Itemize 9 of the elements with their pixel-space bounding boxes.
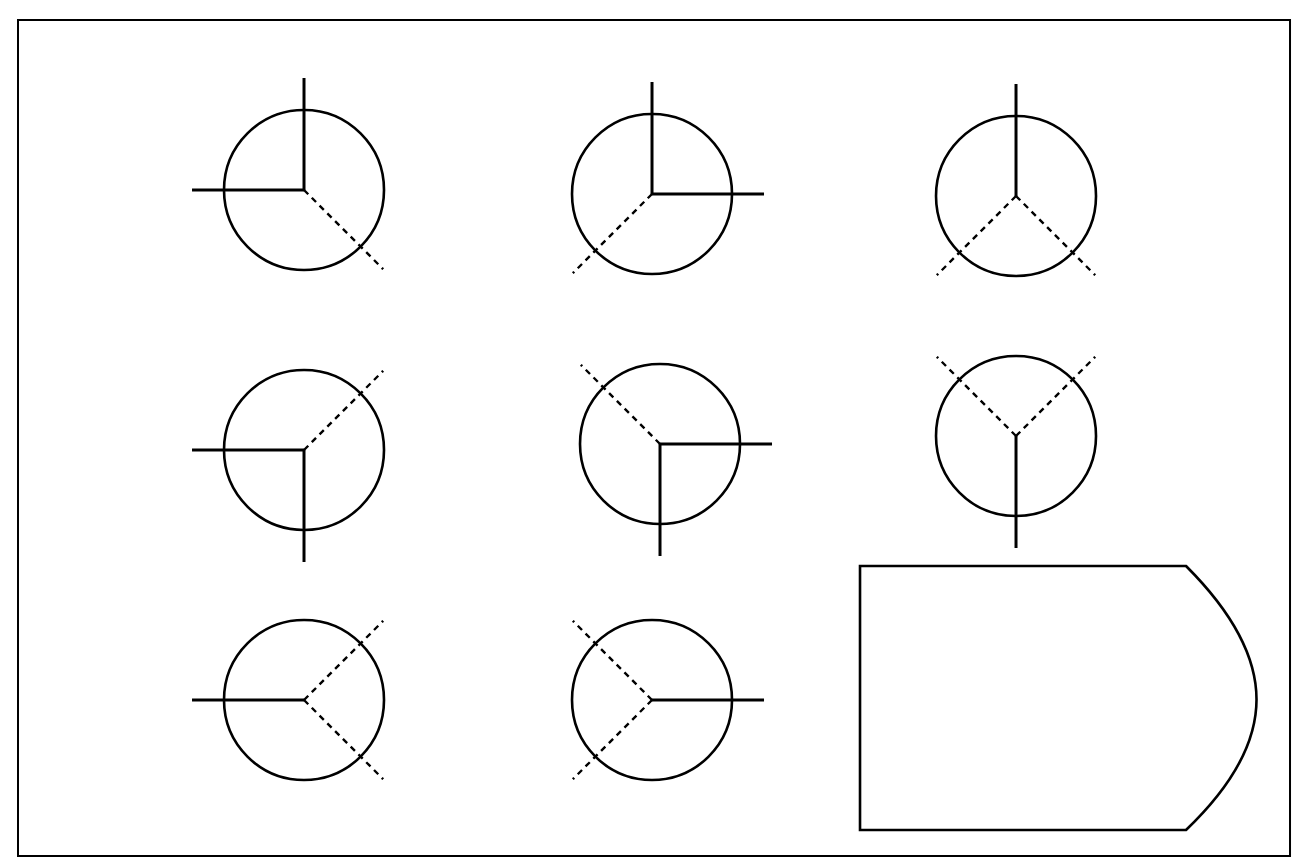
circle-symbol: [578, 362, 772, 556]
circle-symbol: [192, 78, 386, 272]
circle-symbol: [192, 368, 386, 562]
answer-box: [858, 564, 1258, 832]
circle-symbol: [192, 618, 386, 782]
circle-symbol: [934, 84, 1098, 278]
circle-symbol: [570, 618, 764, 782]
circle-symbol: [570, 82, 764, 276]
circle-symbol: [934, 354, 1098, 548]
